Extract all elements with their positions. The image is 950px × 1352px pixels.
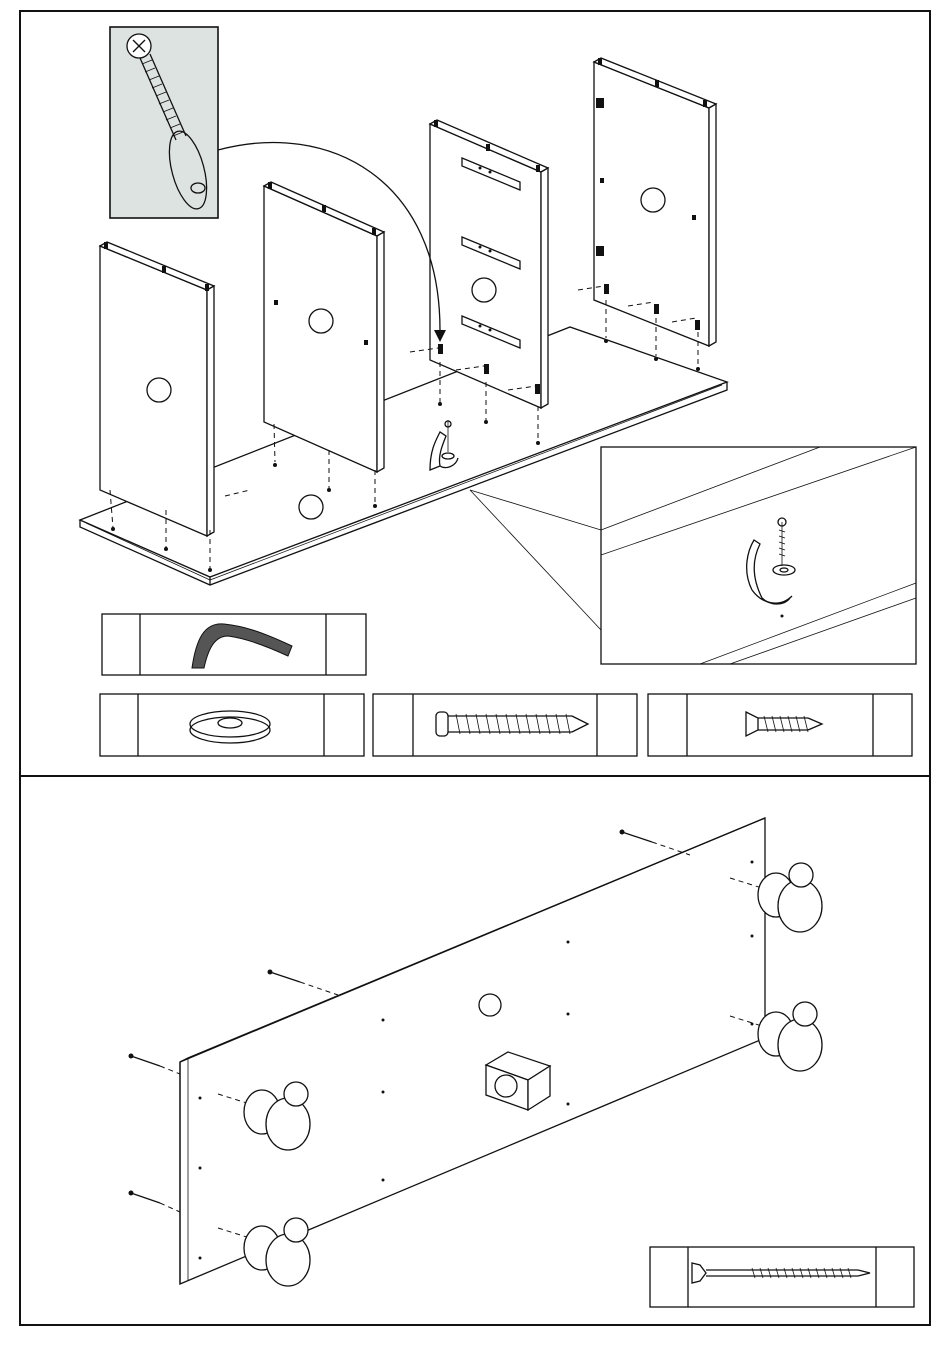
- side-panel-4: [578, 58, 716, 371]
- parts-row-2: [100, 694, 912, 756]
- parts-row-lower: [650, 1247, 914, 1307]
- parts-row-1: [102, 614, 366, 675]
- upper-step: [80, 27, 916, 756]
- lower-step: [129, 818, 915, 1307]
- bottom-board: [180, 818, 765, 1284]
- strap-detail-inset: [470, 447, 916, 664]
